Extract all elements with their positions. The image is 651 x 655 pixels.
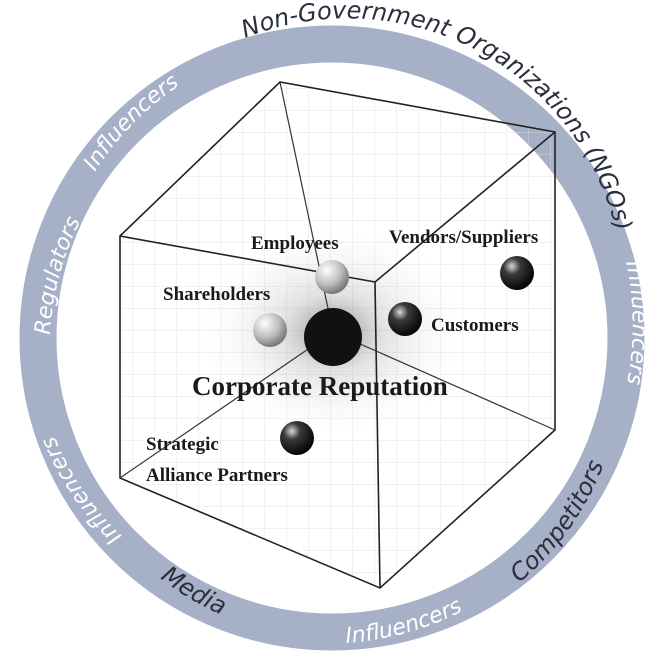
customers-sphere	[388, 302, 422, 336]
customers-label: Customers	[431, 315, 519, 336]
outer-ring	[19, 25, 645, 651]
influencers-left-label: Influencers	[37, 433, 127, 550]
influencers-top-left-label: Influencers	[79, 69, 183, 175]
vendors-label: Vendors/Suppliers	[389, 227, 538, 248]
employees-sphere	[315, 260, 349, 294]
shareholders-label: Shareholders	[163, 284, 270, 305]
employees-label: Employees	[251, 233, 339, 254]
strategic-label-line1: Strategic	[146, 434, 219, 455]
corporate-reputation-sphere	[304, 308, 362, 366]
competitors-label: Competitors	[505, 456, 610, 588]
shareholders-sphere	[253, 313, 287, 347]
strategic-label-line2: Alliance Partners	[146, 465, 288, 486]
vendors-sphere	[500, 256, 534, 290]
strategic-partners-sphere	[280, 421, 314, 455]
corporate-reputation-label: Corporate Reputation	[192, 371, 448, 401]
